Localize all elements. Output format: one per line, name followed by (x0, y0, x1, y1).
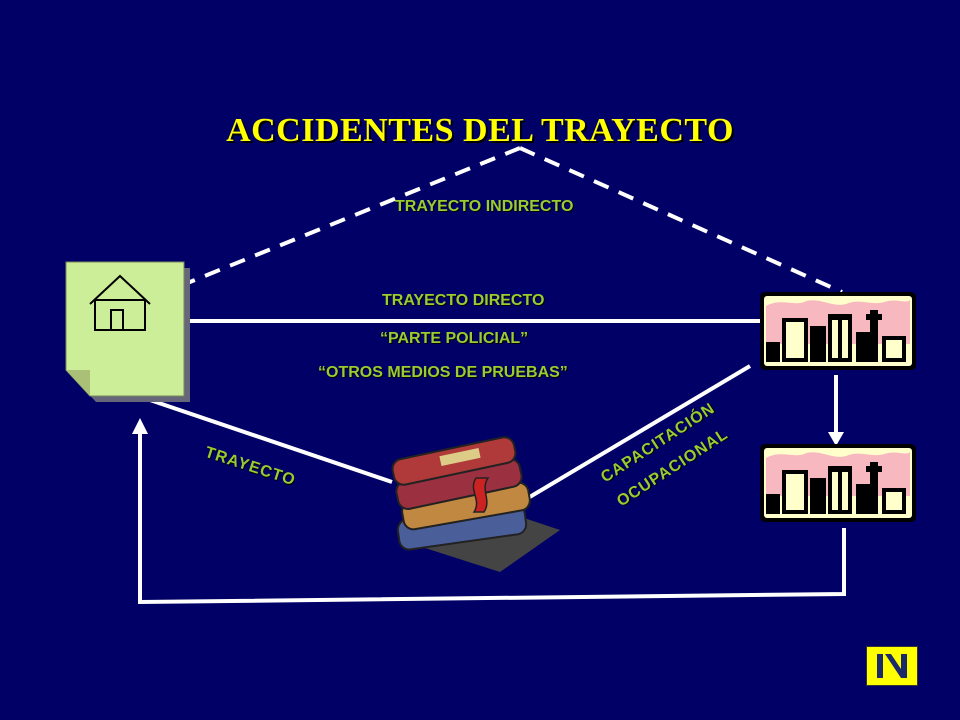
label-police-report: “PARTE POLICIAL” (380, 330, 529, 347)
label-direct-route: TRAYECTO DIRECTO (382, 292, 545, 309)
city-icon (760, 444, 916, 522)
arrow-down (828, 375, 844, 446)
label-indirect-route: TRAYECTO INDIRECTO (395, 198, 574, 215)
books-icon (391, 436, 560, 572)
label-other-evidence: “OTROS MEDIOS DE PRUEBAS” (318, 364, 568, 381)
page-title: ACCIDENTES DEL TRAYECTO (226, 112, 734, 149)
end-slide-button[interactable] (866, 646, 918, 686)
end-slide-icon (877, 654, 907, 678)
route-training-to-workplace (526, 364, 752, 500)
city-icon (760, 292, 916, 370)
route-home-to-training (149, 398, 393, 484)
house-icon (65, 261, 190, 402)
indirect-route (179, 146, 843, 294)
return-route (132, 418, 846, 605)
